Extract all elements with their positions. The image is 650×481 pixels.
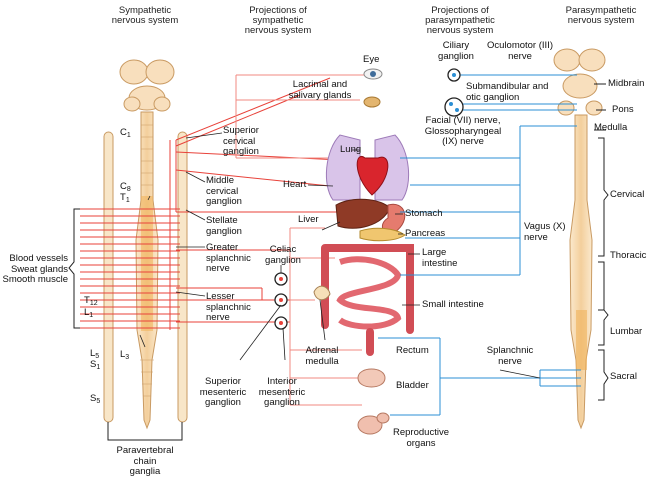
label-lacrimal-salivary: Lacrimal and salivary glands: [288, 79, 352, 101]
label-ciliary-ganglion: Ciliary ganglion: [438, 40, 474, 62]
label-thoracic: Thoracic: [610, 250, 647, 261]
label-heart: Heart: [283, 179, 307, 190]
ciliary-ganglion: [447, 68, 461, 82]
level-c8: C8: [120, 181, 131, 193]
level-s5: S5: [90, 393, 101, 405]
label-lumbar: Lumbar: [610, 326, 643, 337]
label-reproductive-organs: Reproductive organs: [393, 427, 449, 449]
superior-mesenteric-ganglion: [274, 293, 288, 307]
label-small-intestine: Small intestine: [422, 299, 484, 310]
level-s1: S1: [90, 359, 101, 371]
small-intestine-icon: [336, 256, 402, 330]
cord-segments: [140, 124, 154, 397]
label-eye: Eye: [363, 54, 380, 65]
adrenal-icon: [313, 285, 331, 301]
level-l1: L1: [84, 307, 94, 319]
label-pons: Pons: [612, 104, 634, 115]
bladder-icon: [357, 368, 386, 388]
salivary-gland-icon: [363, 96, 381, 108]
label-middle-cervical-ganglion: Middle cervical ganglion: [206, 175, 242, 207]
eye-icon: [363, 68, 383, 80]
label-vagus-nerve: Vagus (X) nerve: [524, 221, 566, 243]
label-oculomotor-nerve: Oculomotor (III) nerve: [487, 40, 553, 62]
inferior-mesenteric-ganglion: [274, 316, 288, 330]
header-sympathetic: Sympathetic nervous system: [111, 5, 179, 26]
label-facial-glossopharyngeal: Facial (VII) nerve, Glossopharyngeal (IX…: [424, 115, 502, 147]
label-splanchnic-nerve: Splanchnic nerve: [486, 345, 534, 367]
label-greater-splanchnic-nerve: Greater splanchnic nerve: [206, 242, 251, 274]
label-midbrain: Midbrain: [608, 78, 645, 89]
header-parasympathetic: Parasympathetic nervous system: [565, 5, 637, 26]
sympathetic-brain: [119, 59, 175, 112]
paravertebral-bracket: [107, 422, 183, 441]
label-inferior-mesenteric-ganglion: Interior mesenteric ganglion: [258, 376, 306, 408]
region-braces: [594, 83, 609, 401]
label-medulla: Medulla: [594, 122, 628, 133]
header-sym-projections: Projections of sympathetic nervous syste…: [244, 5, 312, 36]
leader-lines: [139, 132, 541, 379]
label-bladder: Bladder: [396, 380, 429, 391]
parasympathetic-spinal-cord: [569, 114, 593, 430]
paravertebral-chain-left: [103, 131, 114, 423]
label-pancreas: Pancreas: [405, 228, 446, 239]
label-large-intestine: Large intestine: [422, 247, 458, 269]
label-stellate-ganglion: Stellate ganglion: [206, 215, 242, 237]
label-submandibular-otic-ganglion: Submandibular and otic ganglion: [466, 81, 549, 103]
label-effectors: Blood vessels Sweat glands Smooth muscle: [2, 253, 68, 285]
label-rectum: Rectum: [396, 345, 429, 356]
parasympathetic-brain: [553, 48, 606, 116]
level-l3: L3: [120, 349, 130, 361]
label-celiac-ganglion: Celiac ganglion: [265, 244, 301, 266]
liver-icon: [335, 198, 391, 229]
effector-brace: [68, 208, 80, 329]
lung-icon: [325, 134, 410, 201]
header-para-projections: Projections of parasympathetic nervous s…: [425, 5, 495, 36]
label-stomach: Stomach: [405, 208, 443, 219]
level-t12: T12: [84, 295, 98, 307]
submandibular-otic-ganglion: [444, 97, 464, 117]
paravertebral-chain-right: [177, 131, 188, 423]
level-l5: L5: [90, 348, 100, 360]
level-t1: T1: [120, 192, 130, 204]
label-liver: Liver: [298, 214, 319, 225]
reproductive-organs-icon: [357, 412, 390, 435]
label-lesser-splanchnic-nerve: Lesser splanchnic nerve: [206, 291, 251, 323]
label-lung: Lung: [340, 144, 362, 155]
sympathetic-postganglionic: [235, 74, 366, 406]
sacral-segment-highlight: [576, 310, 587, 370]
label-paravertebral-chain-ganglia: Paravertebral chain ganglia: [116, 445, 174, 477]
label-superior-mesenteric-ganglion: Superior mesenteric ganglion: [199, 376, 247, 408]
level-c1: C1: [120, 127, 131, 139]
celiac-ganglion: [274, 272, 288, 286]
label-adrenal-medulla: Adrenal medulla: [305, 345, 339, 367]
label-sacral: Sacral: [610, 371, 637, 382]
label-superior-cervical-ganglion: Superior cervical ganglion: [223, 125, 259, 157]
pancreas-icon: [359, 227, 406, 242]
heart-icon: [356, 156, 389, 196]
label-cervical: Cervical: [610, 189, 645, 200]
